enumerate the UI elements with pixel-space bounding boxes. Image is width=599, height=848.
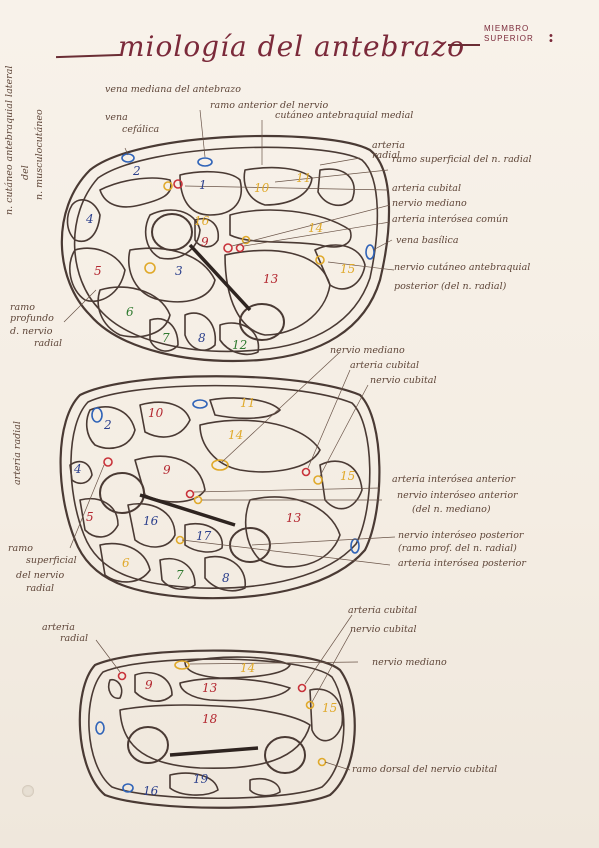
label-nervio-cubital: nervio cubital [350, 624, 417, 635]
muscle-number: 10 [148, 406, 164, 420]
side-label-cutaneo-lateral: n. cutáneo antebraquial lateral [4, 65, 15, 215]
binder-hole [22, 785, 34, 797]
muscle-number: 9 [163, 463, 171, 477]
side-label-del: del [20, 165, 31, 180]
muscle-number: 11 [240, 396, 256, 410]
label-nervio-cubital: nervio cubital [370, 375, 437, 386]
cross-section-proximal [60, 134, 391, 363]
muscle-number: 13 [202, 681, 218, 695]
muscle-number: 12 [232, 338, 248, 352]
cross-section-middle [59, 375, 381, 600]
muscle-number: 13 [263, 272, 279, 286]
muscle-number: 14 [308, 221, 324, 235]
muscle-number: 5 [94, 264, 102, 278]
label-arteria-interosea-posterior: arteria interósea posterior [398, 558, 526, 569]
label-nervio-interoseo-anterior-1: nervio interóseo anterior [397, 490, 518, 501]
label-vena-basilica: vena basílica [396, 235, 459, 246]
label-vena-mediana: vena mediana del antebrazo [105, 84, 242, 95]
label-ramo-superficial-4: radial [26, 583, 55, 594]
muscle-number: 7 [162, 331, 170, 345]
muscle-number: 16 [143, 514, 159, 528]
label-arteria-radial-2: radial [60, 633, 89, 644]
label-cutaneo-posterior-2: posterior (del n. radial) [394, 281, 507, 292]
title-underline-right [448, 44, 480, 46]
muscle-number: 2 [104, 418, 112, 432]
label-cutaneo-posterior-1: nervio cutáneo antebraquial [394, 262, 531, 273]
label-nervio-mediano: nervio mediano [330, 345, 405, 356]
muscle-number: 8 [198, 331, 206, 345]
muscle-number: 16 [194, 214, 210, 228]
label-nervio-mediano: nervio mediano [392, 198, 467, 209]
muscle-number: 4 [74, 462, 82, 476]
muscle-number: 15 [340, 262, 356, 276]
region-line-2: SUPERIOR [484, 34, 534, 43]
muscle-number: 2 [133, 164, 141, 178]
label-ramo-superficial-1: ramo [8, 543, 33, 554]
label-nervio-interoseo-posterior-2: (ramo prof. del n. radial) [398, 543, 517, 554]
label-ramo-superficial-3: del nervio [16, 570, 65, 581]
label-ramo-profundo-2: profundo [10, 313, 54, 324]
label-ramo-profundo-3: d. nervio [10, 326, 53, 337]
muscle-number: 16 [143, 784, 159, 798]
muscle-number: 15 [340, 469, 356, 483]
label-ramo-superficial-2: superficial [26, 555, 77, 566]
label-arteria-radial-1: arteria [42, 622, 75, 633]
cross-section-distal [78, 649, 356, 809]
muscle-number: 11 [296, 171, 312, 185]
label-ramo-anterior: ramo anterior del nervio [210, 100, 329, 111]
muscle-number: 18 [202, 712, 218, 726]
label-vena-cefalica-1: vena [105, 112, 128, 123]
label-cutaneo-medial: cutáneo antebraquial medial [275, 110, 414, 121]
muscle-number: 6 [122, 556, 130, 570]
label-ramo-dorsal: ramo dorsal del nervio cubital [352, 764, 498, 775]
muscle-number: 17 [196, 529, 212, 543]
label-arteria-cubital: arteria cubital [392, 183, 461, 194]
leader-lines [63, 109, 396, 771]
label-nervio-interoseo-anterior-2: (del n. mediano) [412, 504, 491, 515]
region-label: MIEMBRO SUPERIOR [484, 24, 534, 44]
label-nervio-mediano: nervio mediano [372, 657, 447, 668]
muscle-number: 3 [175, 264, 183, 278]
side-label-musculocutaneo: n. musculocutáneo [34, 109, 45, 200]
label-arteria-cubital: arteria cubital [350, 360, 419, 371]
label-arteria-interosea-comun: arteria interósea común [392, 214, 509, 225]
muscle-number: 6 [126, 305, 134, 319]
region-line-1: MIEMBRO [484, 24, 530, 33]
muscle-number: 15 [322, 701, 338, 715]
label-vena-cefalica-2: cefálica [122, 124, 160, 135]
muscle-number: 5 [86, 510, 94, 524]
muscle-number: 8 [222, 571, 230, 585]
label-arteria-interosea-anterior: arteria interósea anterior [392, 474, 516, 485]
muscle-number: 7 [176, 568, 184, 582]
muscle-number: 1 [199, 178, 207, 192]
label-ramo-profundo-1: ramo [10, 302, 35, 313]
muscle-number: 4 [86, 212, 94, 226]
page-title: miología del antebrazo [118, 30, 466, 63]
muscle-number: 19 [193, 772, 209, 786]
vein-markers [91, 153, 375, 793]
label-arteria-radial-1: arteria [372, 140, 405, 151]
label-ramo-superficial: ramo superficial del n. radial [392, 154, 532, 165]
muscle-number: 13 [286, 511, 302, 525]
muscle-number: 10 [254, 181, 270, 195]
muscle-number: 14 [228, 428, 244, 442]
nerve-markers [144, 181, 327, 767]
muscle-number: 9 [201, 235, 209, 249]
label-arteria-cubital: arteria cubital [348, 605, 417, 616]
artery-markers [103, 179, 311, 693]
region-colon: : [548, 27, 554, 46]
label-ramo-profundo-4: radial [34, 338, 63, 349]
side-label-arteria-radial: arteria radial [12, 421, 23, 485]
muscle-number: 14 [240, 661, 256, 675]
label-arteria-radial-2: radial [372, 150, 401, 161]
muscle-number: 9 [145, 678, 153, 692]
label-nervio-interoseo-posterior-1: nervio interóseo posterior [398, 530, 524, 541]
